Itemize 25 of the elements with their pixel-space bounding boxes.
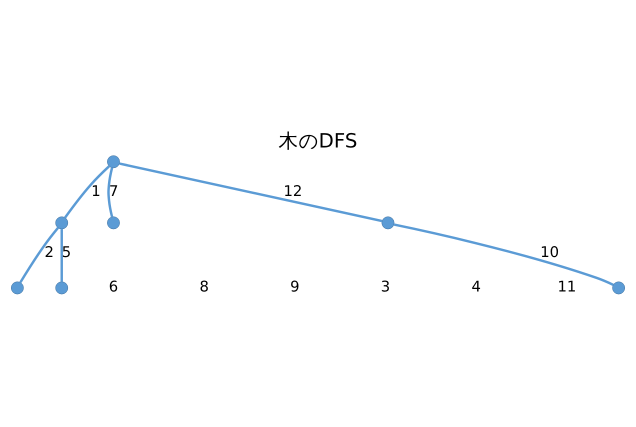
connector bbox=[60, 228, 63, 282]
connector bbox=[19, 226, 59, 283]
label: 3 bbox=[380, 278, 390, 296]
label: 4 bbox=[471, 278, 481, 296]
node-circle bbox=[55, 281, 68, 294]
edge-label: 10 bbox=[540, 244, 560, 261]
node-circle bbox=[55, 216, 68, 229]
edge-label: 7 bbox=[109, 182, 118, 200]
diagram-title: 木のDFS bbox=[278, 129, 358, 152]
label: 11 bbox=[557, 278, 576, 296]
node-circle bbox=[612, 281, 626, 294]
node-circle bbox=[107, 216, 120, 229]
node-circle bbox=[107, 154, 120, 168]
connector bbox=[119, 162, 382, 222]
connector bbox=[394, 222, 614, 286]
label: 9 bbox=[290, 278, 300, 296]
label: 6 bbox=[108, 278, 118, 296]
edge-label: 12 bbox=[283, 182, 302, 200]
connector bbox=[107, 167, 114, 217]
edge-label: 1 bbox=[91, 182, 101, 200]
connector bbox=[64, 164, 110, 218]
edge-label: 2 bbox=[44, 244, 54, 261]
node-circle bbox=[382, 216, 394, 229]
node-circle bbox=[10, 281, 24, 294]
label: 8 bbox=[199, 278, 209, 296]
